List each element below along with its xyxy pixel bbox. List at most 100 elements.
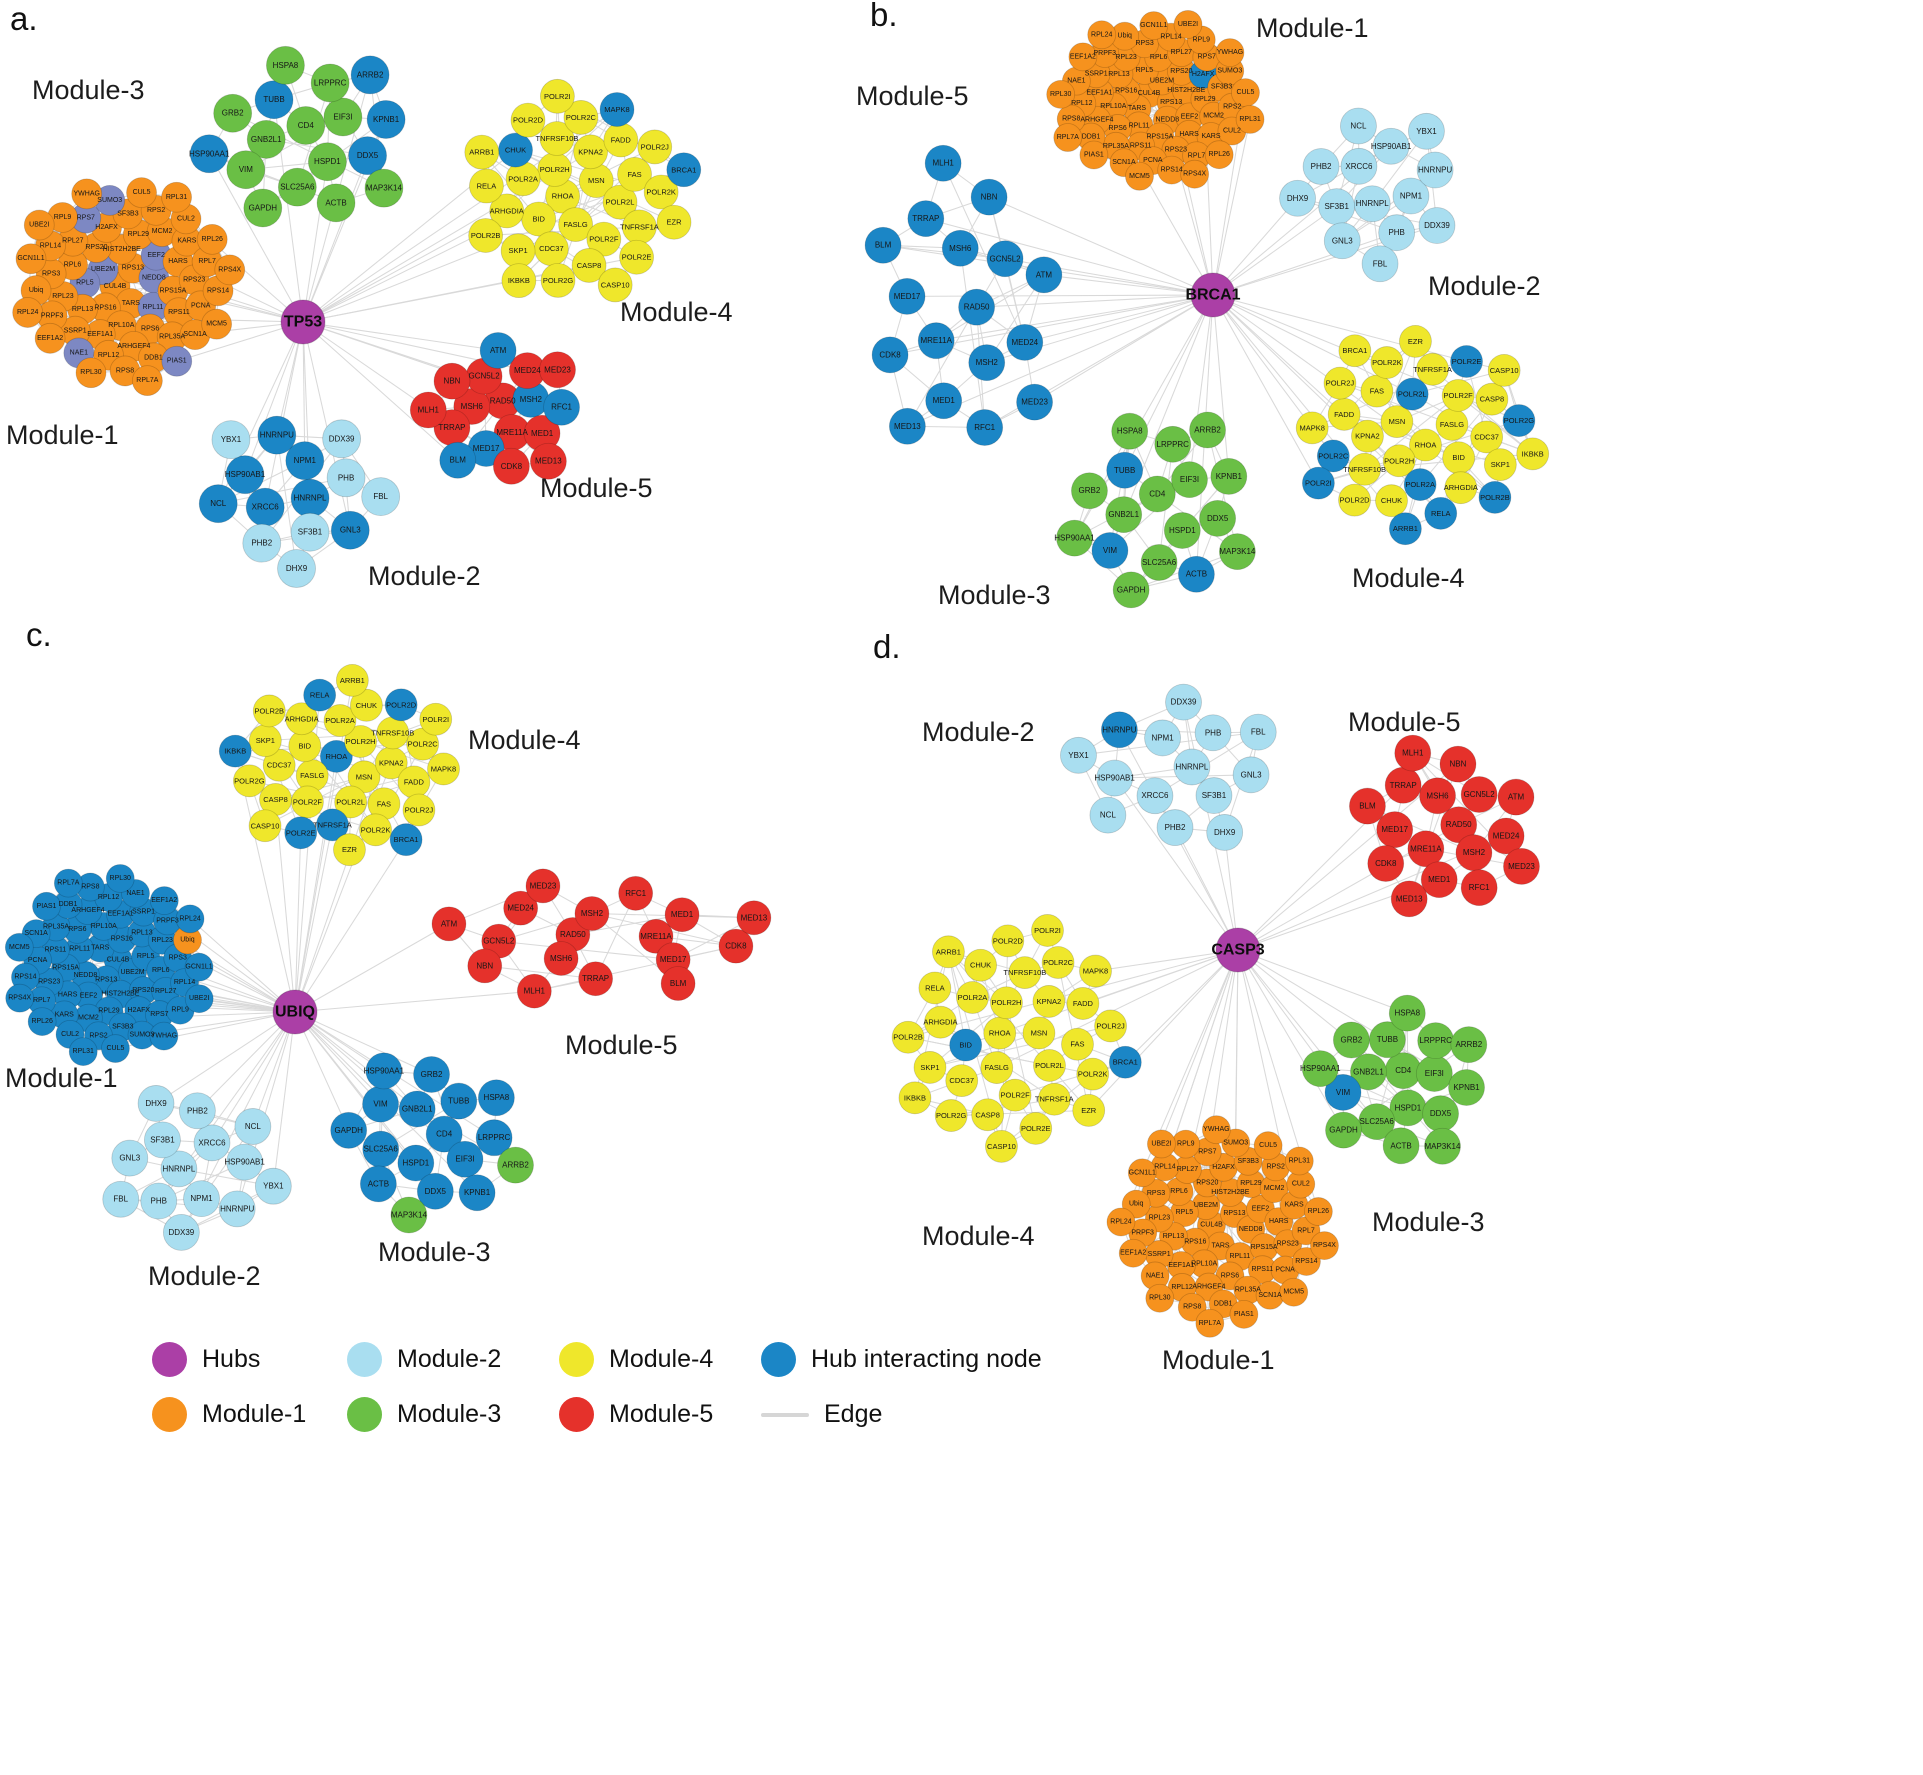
protein-node[interactable]	[1324, 1074, 1362, 1111]
protein-node[interactable]	[736, 900, 772, 936]
protein-node[interactable]	[1392, 177, 1430, 215]
protein-node[interactable]	[53, 868, 83, 898]
protein-node[interactable]	[5, 983, 35, 1013]
protein-node[interactable]	[75, 357, 107, 389]
protein-node[interactable]	[618, 875, 654, 911]
protein-node[interactable]	[1173, 748, 1211, 786]
protein-node[interactable]	[1441, 379, 1475, 412]
protein-node[interactable]	[243, 188, 283, 228]
protein-node[interactable]	[316, 183, 356, 223]
protein-node[interactable]	[539, 78, 575, 114]
protein-node[interactable]	[214, 254, 246, 286]
protein-node[interactable]	[1323, 222, 1361, 260]
protein-node[interactable]	[497, 1146, 534, 1184]
protein-node[interactable]	[1292, 1247, 1321, 1276]
protein-node[interactable]	[252, 694, 286, 728]
protein-node[interactable]	[140, 1182, 178, 1220]
protein-node[interactable]	[1439, 745, 1477, 783]
protein-node[interactable]	[1420, 861, 1458, 899]
protein-node[interactable]	[888, 277, 926, 315]
protein-node[interactable]	[234, 1108, 272, 1145]
protein-node[interactable]	[23, 209, 55, 241]
protein-node[interactable]	[619, 239, 654, 275]
protein-node[interactable]	[1502, 404, 1536, 437]
protein-node[interactable]	[1199, 500, 1237, 537]
protein-node[interactable]	[1382, 444, 1416, 478]
protein-node[interactable]	[971, 1098, 1005, 1132]
protein-node[interactable]	[326, 458, 366, 498]
protein-node[interactable]	[1087, 20, 1117, 50]
protein-node[interactable]	[184, 984, 214, 1014]
protein-node[interactable]	[330, 510, 370, 550]
protein-node[interactable]	[1111, 412, 1149, 450]
protein-node[interactable]	[638, 918, 674, 954]
protein-node[interactable]	[126, 177, 157, 208]
protein-node[interactable]	[1470, 420, 1504, 454]
protein-node[interactable]	[1395, 377, 1429, 411]
protein-node[interactable]	[266, 45, 305, 85]
protein-node[interactable]	[1416, 352, 1449, 386]
protein-node[interactable]	[1071, 472, 1108, 510]
protein-node[interactable]	[1382, 1127, 1420, 1165]
protein-node[interactable]	[178, 1092, 216, 1130]
protein-node[interactable]	[425, 1115, 463, 1153]
protein-node[interactable]	[1375, 484, 1408, 518]
protein-node[interactable]	[1068, 42, 1098, 72]
protein-node[interactable]	[1112, 571, 1150, 609]
protein-node[interactable]	[359, 1165, 397, 1203]
protein-node[interactable]	[964, 948, 997, 982]
protein-node[interactable]	[1025, 256, 1063, 294]
protein-node[interactable]	[68, 1037, 98, 1067]
protein-node[interactable]	[510, 102, 546, 138]
protein-node[interactable]	[1448, 1069, 1485, 1106]
protein-node[interactable]	[1229, 1299, 1259, 1329]
protein-node[interactable]	[469, 168, 504, 204]
protein-node[interactable]	[1056, 519, 1093, 557]
protein-node[interactable]	[1139, 11, 1169, 41]
protein-node[interactable]	[105, 864, 135, 893]
protein-node[interactable]	[1178, 555, 1215, 593]
protein-node[interactable]	[1348, 452, 1381, 486]
protein-node[interactable]	[1076, 1057, 1110, 1091]
protein-node[interactable]	[1037, 1082, 1071, 1116]
protein-node[interactable]	[1450, 1026, 1488, 1064]
protein-node[interactable]	[1032, 985, 1066, 1018]
protein-node[interactable]	[1368, 1021, 1406, 1059]
protein-node[interactable]	[656, 204, 692, 240]
protein-node[interactable]	[161, 181, 192, 213]
protein-node[interactable]	[924, 1005, 957, 1039]
protein-node[interactable]	[458, 1174, 496, 1212]
protein-node[interactable]	[1372, 127, 1410, 165]
protein-node[interactable]	[15, 243, 47, 275]
protein-node[interactable]	[1408, 112, 1445, 150]
protein-node[interactable]	[1006, 324, 1044, 361]
protein-node[interactable]	[558, 207, 594, 242]
protein-node[interactable]	[361, 477, 401, 516]
protein-node[interactable]	[543, 941, 579, 976]
protein-node[interactable]	[316, 808, 349, 842]
protein-node[interactable]	[1403, 468, 1437, 501]
protein-node[interactable]	[475, 1119, 513, 1157]
protein-node[interactable]	[213, 93, 253, 133]
protein-node[interactable]	[359, 813, 392, 847]
protein-node[interactable]	[1144, 719, 1181, 757]
protein-node[interactable]	[949, 1028, 983, 1062]
protein-node[interactable]	[998, 1078, 1032, 1112]
protein-node[interactable]	[1360, 374, 1394, 408]
protein-node[interactable]	[218, 1190, 256, 1228]
protein-node[interactable]	[1394, 734, 1432, 772]
protein-node[interactable]	[1340, 147, 1378, 185]
protein-node[interactable]	[1171, 461, 1208, 499]
protein-node[interactable]	[348, 136, 387, 176]
protein-node[interactable]	[390, 1196, 428, 1234]
protein-node[interactable]	[402, 793, 436, 827]
protein-node[interactable]	[344, 725, 377, 758]
protein-node[interactable]	[932, 935, 965, 969]
protein-node[interactable]	[586, 221, 622, 257]
protein-node[interactable]	[1201, 1115, 1231, 1145]
protein-node[interactable]	[323, 704, 357, 737]
protein-node[interactable]	[433, 362, 471, 400]
protein-node[interactable]	[409, 391, 447, 429]
protein-node[interactable]	[918, 971, 952, 1005]
protein-node[interactable]	[1301, 1050, 1339, 1088]
